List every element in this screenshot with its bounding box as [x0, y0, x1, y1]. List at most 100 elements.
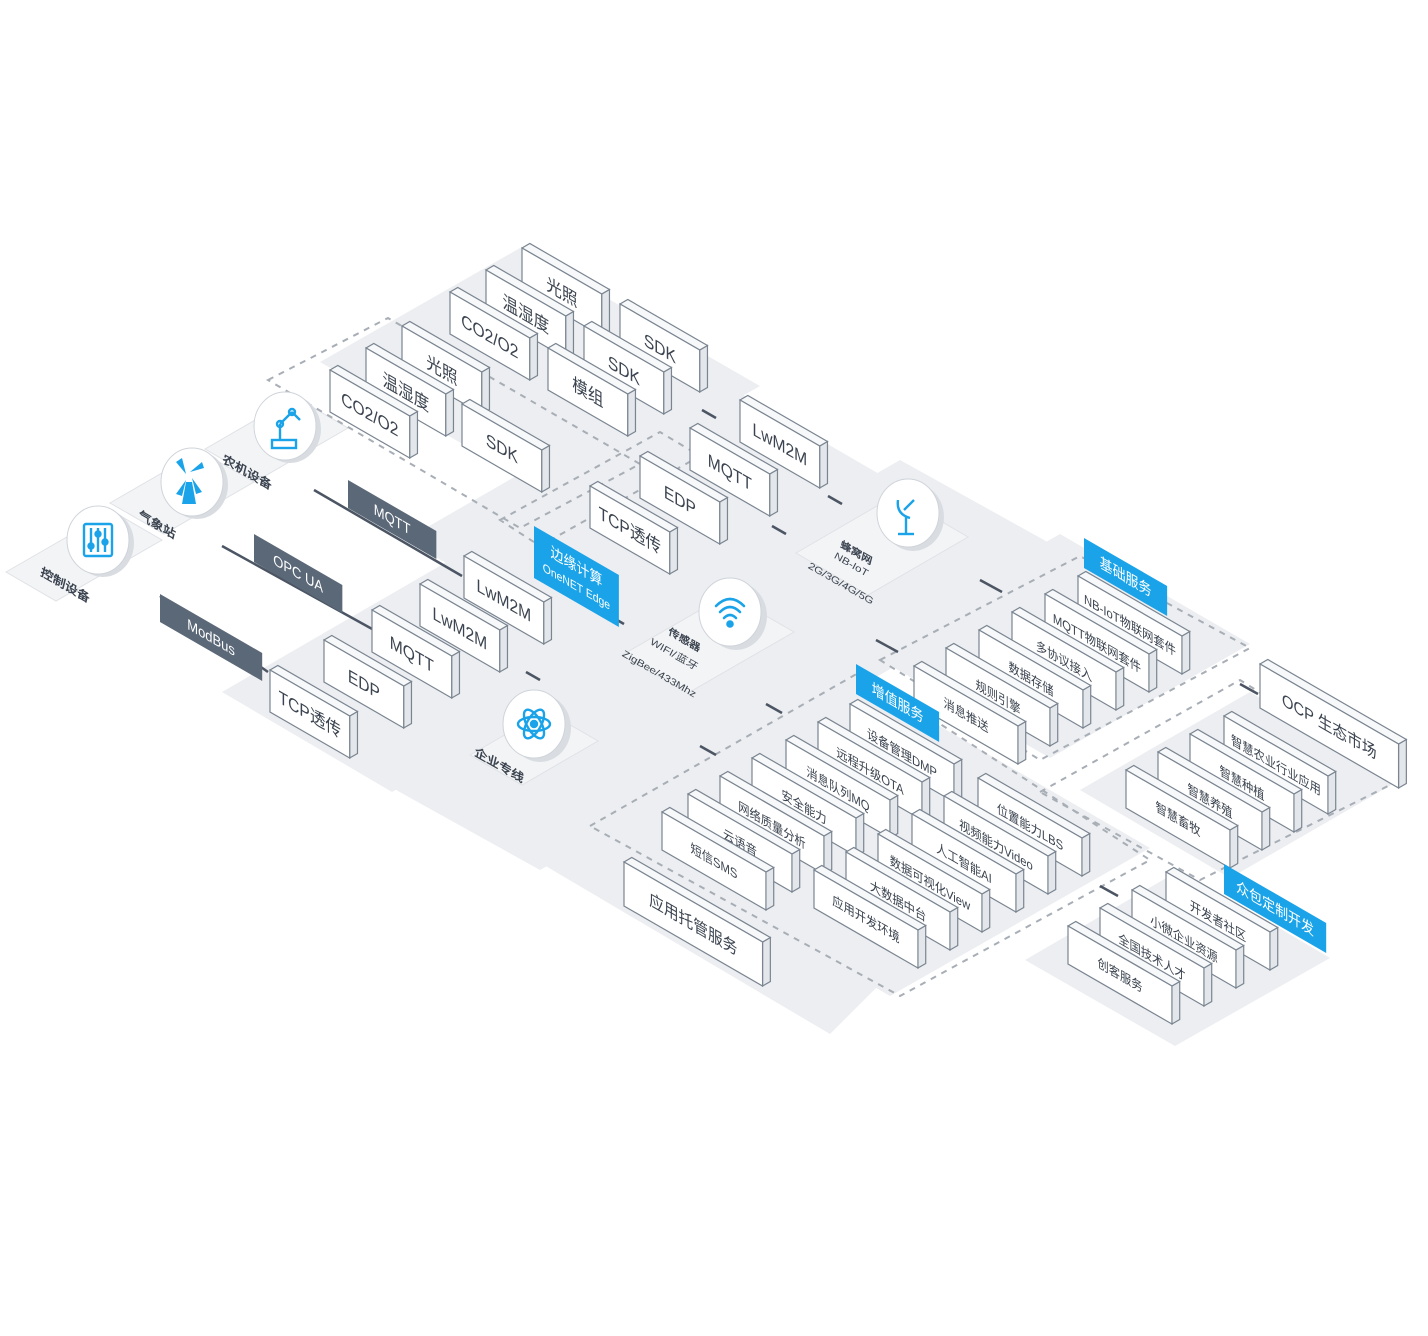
box-gw-lwm2m-b-side: [499, 624, 509, 674]
box-sdk-b: SDK: [618, 298, 709, 394]
box-basic-5-front: [913, 664, 1019, 766]
link-h: [1099, 884, 1119, 898]
edge-tag: 边缘计算 OneNET Edge: [534, 526, 619, 627]
box-gw-tcp-front: [269, 668, 351, 760]
box-app-hosting-side: [761, 936, 771, 988]
box-ocp-front: [1259, 662, 1400, 790]
box-co2-a: CO2/O2: [448, 286, 539, 382]
box-module-front: [547, 346, 629, 438]
link-a: [525, 670, 541, 682]
box-edge-tcp-side: [669, 526, 679, 576]
tag-modbus: ModBus: [160, 594, 263, 681]
satellite-dish-icon: [876, 478, 944, 551]
box-crowd-3-front: [1067, 924, 1173, 1026]
box-basic-1-side: [1148, 648, 1158, 694]
box-gw-lwm2m-a-side: [543, 596, 553, 646]
link-mqtt: [313, 488, 463, 578]
link-d: [765, 702, 783, 715]
box-ocp-0-side: [1327, 770, 1337, 816]
box-sdk-c: SDK: [460, 398, 551, 494]
box-sdk-b-side: [699, 344, 709, 394]
box-co2-b-side: [409, 410, 419, 460]
box-gw-mqtt-front: [371, 608, 453, 700]
box-humidity-b-front: [365, 346, 447, 438]
box-basic-5-side: [1017, 720, 1027, 766]
box-humidity-b-side: [445, 388, 455, 438]
box-gw-lwm2m-b: LwM2M: [418, 578, 509, 674]
box-app-hosting-front: [623, 860, 764, 988]
box-light-b: 光照: [400, 320, 491, 416]
box-gw-tcp: TCP透传: [268, 664, 359, 760]
icons: [66, 391, 944, 762]
box-gw-lwm2m-a: LwM2M: [462, 550, 553, 646]
box-gw-lwm2m-a-front: [463, 554, 545, 646]
platform-value: [600, 680, 1150, 996]
box-co2-a-front: [449, 290, 531, 382]
box-gw-edp-side: [403, 680, 413, 730]
box-crowd-0-side: [1269, 926, 1279, 972]
link-opcua: [221, 544, 393, 642]
box-gw-mqtt: MQTT: [370, 604, 461, 700]
box-value-12-front: [813, 868, 919, 970]
box-gw-edp-front: [323, 638, 405, 730]
tag-mqtt: MQTT: [348, 480, 437, 559]
box-edge-tcp: TCP透传: [588, 480, 679, 576]
box-basic-0-side: [1181, 630, 1191, 676]
box-ocp-2-side: [1261, 806, 1271, 852]
box-basic-5: 消息推送: [912, 660, 1027, 766]
box-edge-edp: EDP: [638, 450, 729, 546]
box-edge-mqtt-front: [689, 426, 771, 518]
link-f: [979, 578, 1003, 594]
box-value-6-front: [661, 810, 767, 912]
box-crowd-1-side: [1235, 944, 1245, 990]
box-sdk-a-front: [583, 324, 665, 416]
atom-icon: [502, 689, 571, 762]
box-edge-lwm2m-front: [739, 398, 821, 490]
box-ocp-side: [1397, 738, 1407, 790]
box-co2-a-side: [529, 332, 539, 382]
box-basic-3-side: [1082, 684, 1092, 730]
box-sdk-c-front: [461, 402, 543, 494]
box-value-9-front: [911, 812, 1017, 914]
box-crowd-3-side: [1171, 980, 1181, 1026]
wifi-icon: [698, 577, 767, 650]
box-gw-lwm2m-b-front: [419, 582, 501, 674]
box-value-6: 短信SMS: [660, 806, 775, 912]
box-value-9: 人工智能AI: [910, 808, 1025, 914]
box-crowd-2-side: [1203, 962, 1213, 1008]
box-co2-b-front: [329, 368, 411, 460]
link-c: [699, 744, 717, 757]
box-edge-tcp-front: [589, 484, 671, 576]
box-value-6-side: [765, 866, 775, 912]
box-module-side: [627, 388, 637, 438]
link-g: [827, 494, 843, 506]
box-crowd-3: 创客服务: [1066, 920, 1181, 1026]
box-edge-edp-front: [639, 454, 721, 546]
box-sdk-b-front: [619, 302, 701, 394]
protocol-tags: ModBus OPC UA MQTT: [160, 480, 437, 681]
box-sdk-c-side: [541, 444, 551, 494]
windmill-icon: [160, 447, 228, 519]
box-module: 模组: [546, 342, 637, 438]
link-e: [875, 638, 899, 654]
box-value-10-side: [981, 888, 991, 934]
link-j: [701, 408, 717, 420]
tag-opcua: OPC UA: [254, 534, 343, 613]
box-edge-edp-side: [719, 496, 729, 546]
region-value: [587, 670, 1152, 998]
link-i: [1239, 682, 1259, 696]
box-co2-b: CO2/O2: [328, 364, 419, 460]
box-value-2-side: [889, 794, 899, 840]
box-value-12-side: [917, 924, 927, 970]
box-edge-lwm2m-side: [819, 440, 829, 490]
box-ocp-3: 智慧畜牧: [1124, 764, 1239, 870]
box-value-8-side: [1047, 850, 1057, 896]
box-gw-tcp-side: [349, 710, 359, 760]
box-gw-mqtt-side: [451, 650, 461, 700]
control-device-icon: [66, 505, 134, 577]
box-ocp-1-side: [1293, 788, 1303, 834]
box-basic-2-side: [1115, 666, 1125, 712]
box-ocp-3-side: [1229, 824, 1239, 870]
